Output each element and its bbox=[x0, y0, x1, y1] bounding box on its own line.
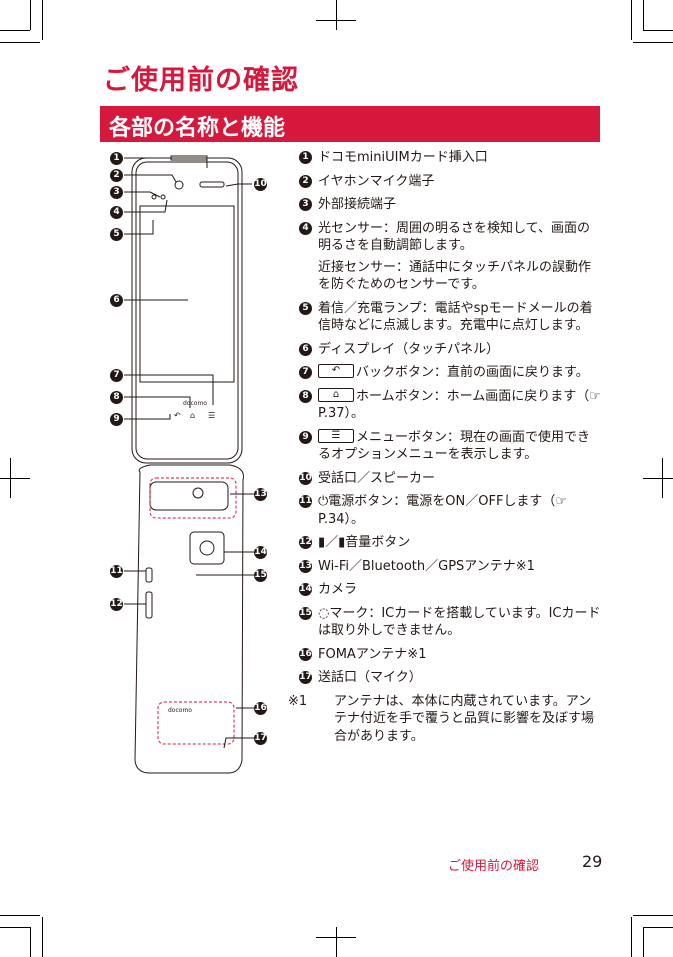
item-text: ホームボタン：ホーム画面に戻ります（☞P.37）。 bbox=[318, 388, 601, 422]
list-item: 11 ⏻電源ボタン：電源をON／OFFします（☞P.34）。 bbox=[296, 493, 602, 528]
item-number: 6 bbox=[299, 342, 312, 356]
section-banner: 各部の名称と機能 bbox=[100, 106, 600, 142]
callout-14: 14 bbox=[254, 546, 267, 559]
svg-text:☰: ☰ bbox=[208, 411, 215, 420]
item-text: バックボタン：直前の画面に戻ります。 bbox=[356, 365, 589, 380]
callout-9: 9 bbox=[110, 413, 123, 426]
callout-12: 12 bbox=[110, 598, 123, 611]
callout-7: 7 bbox=[110, 369, 123, 382]
item-text: カメラ bbox=[318, 582, 358, 597]
item-text: ディスプレイ（タッチパネル） bbox=[318, 341, 500, 357]
list-item: 5 着信／充電ランプ：電話やspモードメールの着信時などに点滅します。充電中に点灯… bbox=[296, 300, 602, 335]
list-item: 14 カメラ bbox=[296, 581, 602, 599]
footnote-text: アンテナは、本体に内蔵されています。アンテナ付近を手で覆うと品質に影響を及ぼす場… bbox=[334, 693, 595, 744]
phone-back: docomo bbox=[134, 464, 244, 774]
item-text: メニューボタン：現在の画面で使用できるオプションメニューを表示します。 bbox=[318, 429, 591, 463]
svg-text:docomo: docomo bbox=[183, 400, 207, 407]
list-item: 10 受話口／スピーカー bbox=[296, 470, 602, 488]
callout-8: 8 bbox=[110, 391, 123, 404]
list-item: 8 ⌂ホームボタン：ホーム画面に戻ります（☞P.37）。 bbox=[296, 387, 602, 423]
footnote-mark: ※1 bbox=[288, 693, 308, 709]
callout-15: 15 bbox=[254, 569, 267, 582]
list-item: 17 送話口（マイク） bbox=[296, 669, 602, 687]
phone-front: docomo ↶ ⌂ ☰ bbox=[131, 155, 243, 464]
list-item: 1 ドコモminiUIMカード挿入口 bbox=[296, 149, 602, 167]
section-title: 各部の名称と機能 bbox=[109, 116, 286, 141]
callout-17: 17 bbox=[254, 732, 267, 745]
callout-1: 1 bbox=[110, 152, 123, 165]
callout-4: 4 bbox=[110, 206, 123, 219]
item-number: 13 bbox=[299, 559, 312, 573]
back-key-icon: ↶ bbox=[318, 364, 354, 378]
callout-6: 6 bbox=[110, 294, 123, 307]
item-number: 10 bbox=[299, 471, 312, 485]
page-number: 29 bbox=[582, 852, 603, 871]
svg-text:⌂: ⌂ bbox=[190, 411, 195, 420]
list-item: 6 ディスプレイ（タッチパネル） bbox=[296, 341, 602, 359]
item-number: 2 bbox=[299, 174, 312, 188]
list-item: 15 ◌マーク：ICカードを搭載しています。ICカードは取り外しできません。 bbox=[296, 605, 602, 640]
list-item: 3 外部接続端子 bbox=[296, 196, 602, 214]
callout-11: 11 bbox=[110, 565, 123, 578]
list-item: 7 ↶バックボタン：直前の画面に戻ります。 bbox=[296, 364, 602, 382]
item-subtext: 近接センサー：通話中にタッチパネルの誤動作を防ぐためのセンサーです。 bbox=[318, 259, 592, 293]
list-item: 12 ▮／▮音量ボタン bbox=[296, 534, 602, 552]
callout-16: 16 bbox=[254, 702, 267, 715]
callout-5: 5 bbox=[110, 228, 123, 241]
item-number: 8 bbox=[299, 389, 312, 403]
item-number: 1 bbox=[299, 151, 312, 164]
item-number: 9 bbox=[299, 430, 312, 444]
footnote: ※1 アンテナは、本体に内蔵されています。アンテナ付近を手で覆うと品質に影響を及ぼ… bbox=[288, 693, 602, 746]
item-text: 受話口／スピーカー bbox=[318, 470, 436, 486]
home-key-icon: ⌂ bbox=[318, 387, 354, 402]
item-text: ⏻電源ボタン：電源をON／OFFします（☞P.34）。 bbox=[318, 494, 568, 527]
parts-list: 1 ドコモminiUIMカード挿入口 2 イヤホンマイク端子 3 外部接続端子 4 光セ… bbox=[288, 149, 602, 746]
item-number: 12 bbox=[299, 536, 312, 549]
list-item: 9 ☰メニューボタン：現在の画面で使用できるオプションメニューを表示します。 bbox=[296, 428, 602, 464]
svg-text:docomo: docomo bbox=[168, 707, 192, 714]
list-item: 13 Wi-Fi／Bluetooth／GPSアンテナ※1 bbox=[296, 558, 602, 576]
footer-section-label: ご使用前の確認 bbox=[448, 859, 540, 874]
item-text: 外部接続端子 bbox=[318, 197, 397, 212]
item-text: ◌マーク：ICカードを搭載しています。ICカードは取り外しできません。 bbox=[318, 605, 601, 639]
item-text: FOMAアンテナ※1 bbox=[318, 646, 427, 662]
item-number: 7 bbox=[299, 366, 312, 379]
item-number: 5 bbox=[299, 301, 312, 315]
svg-text:↶: ↶ bbox=[173, 411, 181, 420]
item-text: Wi-Fi／Bluetooth／GPSアンテナ※1 bbox=[318, 558, 535, 574]
list-item: 4 光センサー：周囲の明るさを検知して、画面の明るさを自動調節します。近接センサー… bbox=[296, 220, 602, 294]
list-item: 2 イヤホンマイク端子 bbox=[296, 173, 602, 191]
item-number: 14 bbox=[299, 583, 312, 596]
item-number: 3 bbox=[299, 198, 312, 211]
callout-13: 13 bbox=[254, 488, 267, 501]
item-text: 着信／充電ランプ：電話やspモードメールの着信時などに点滅します。充電中に点灯し… bbox=[318, 300, 593, 334]
item-text: 送話口（マイク） bbox=[318, 670, 422, 685]
callout-2: 2 bbox=[110, 169, 123, 182]
callout-10: 10 bbox=[254, 178, 267, 191]
item-number: 11 bbox=[299, 495, 312, 508]
item-number: 15 bbox=[299, 606, 312, 620]
list-item: 16 FOMAアンテナ※1 bbox=[296, 646, 602, 664]
item-number: 4 bbox=[299, 221, 312, 235]
item-text: イヤホンマイク端子 bbox=[318, 173, 435, 189]
item-text: ▮／▮音量ボタン bbox=[318, 535, 411, 550]
callout-3: 3 bbox=[110, 186, 123, 199]
item-number: 16 bbox=[299, 647, 312, 661]
item-text: 光センサー：周囲の明るさを検知して、画面の明るさを自動調節します。 bbox=[318, 220, 590, 254]
item-text: ドコモminiUIMカード挿入口 bbox=[318, 150, 488, 165]
page-title: ご使用前の確認 bbox=[103, 65, 299, 96]
menu-key-icon: ☰ bbox=[318, 428, 354, 443]
item-number: 17 bbox=[299, 671, 312, 684]
